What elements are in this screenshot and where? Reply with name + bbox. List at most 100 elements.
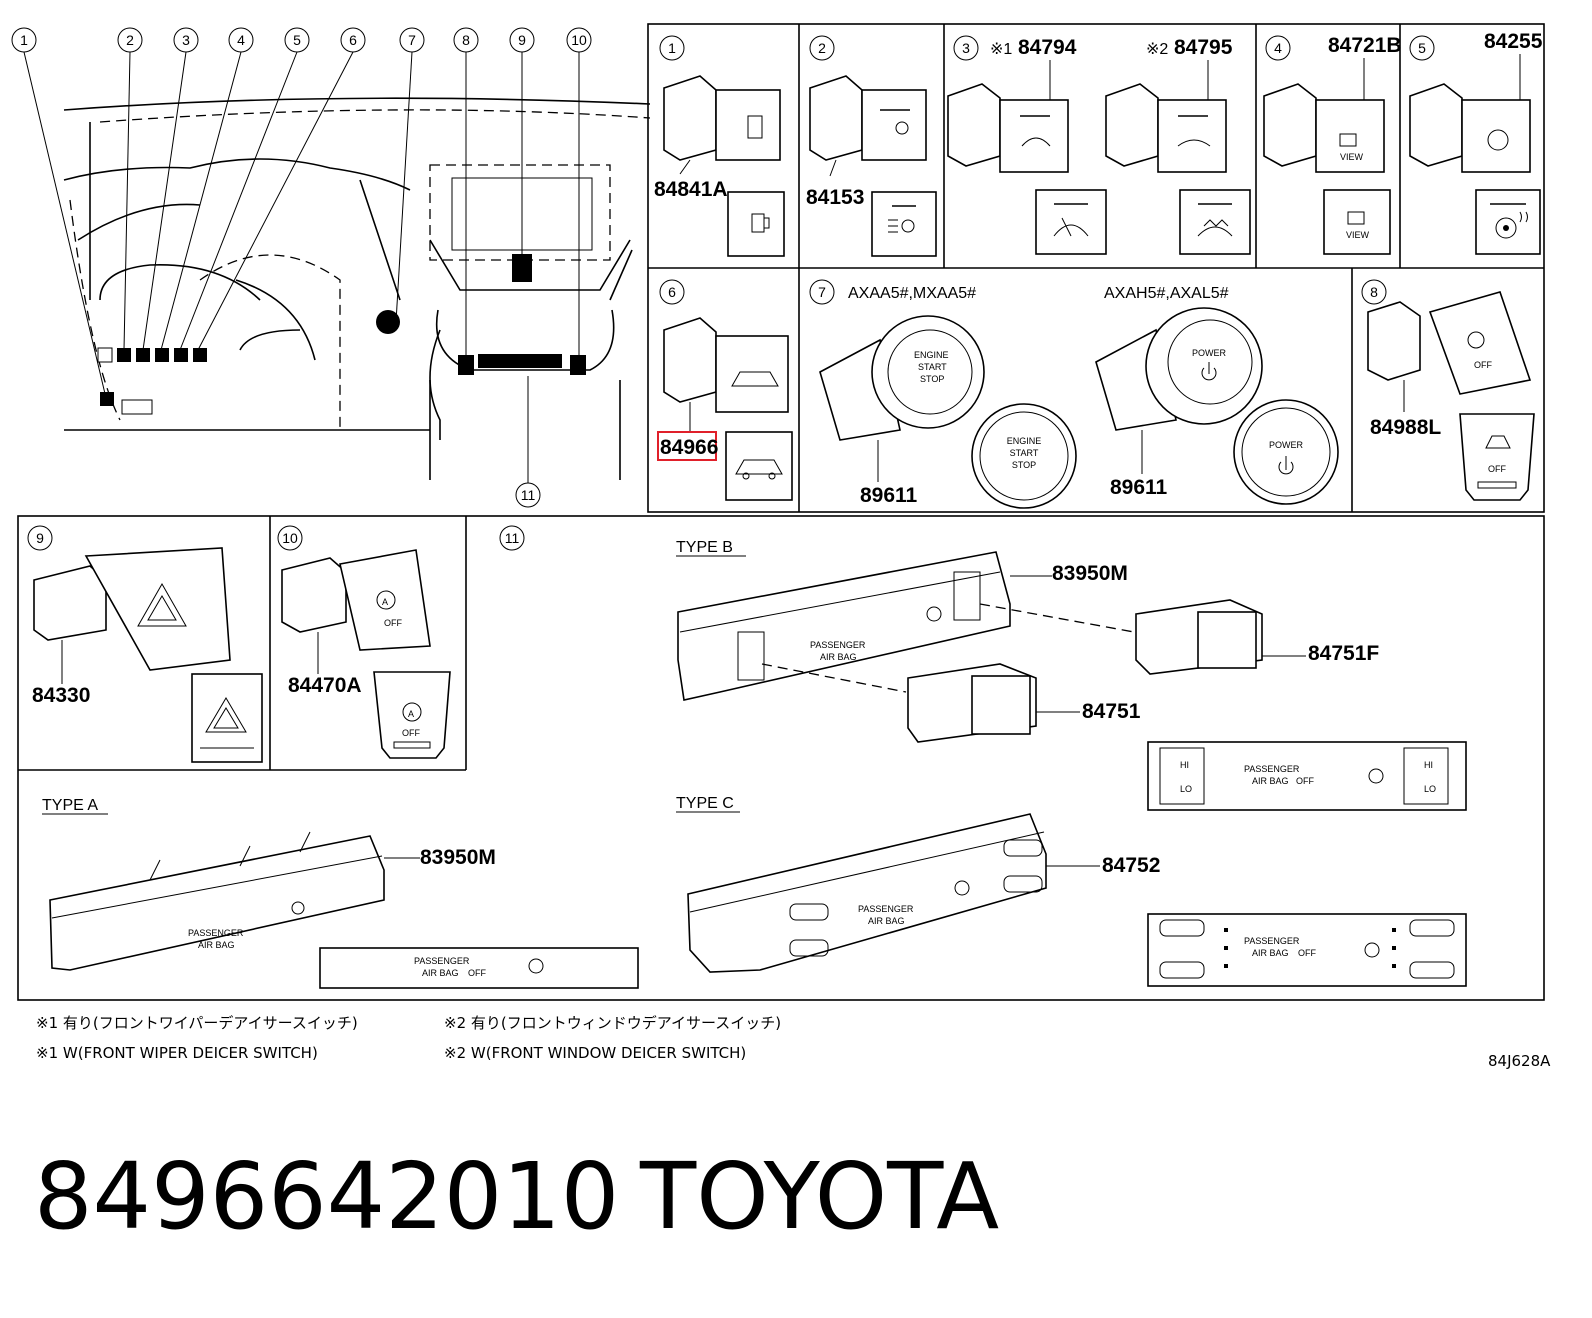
svg-text:PASSENGER: PASSENGER xyxy=(414,956,470,966)
type-b-faceplate: HI LO HI LO PASSENGER AIR BAG OFF xyxy=(1147,741,1467,811)
svg-text:6: 6 xyxy=(349,32,357,48)
svg-text:OFF: OFF xyxy=(1298,948,1316,958)
svg-text:※2 W(FRONT WINDOW DEICER SWITC: ※2 W(FRONT WINDOW DEICER SWITCH) xyxy=(444,1044,746,1062)
highlighted-part-box xyxy=(657,431,717,461)
svg-text:AXAA5#,MXAA5#: AXAA5#,MXAA5# xyxy=(848,285,976,302)
svg-text:84470A: 84470A xyxy=(288,674,362,697)
callout-5: 5 xyxy=(284,27,310,53)
svg-text:PASSENGER: PASSENGER xyxy=(188,928,244,938)
callout-6: 6 xyxy=(340,27,366,53)
svg-text:PASSENGER: PASSENGER xyxy=(810,640,866,650)
svg-text:AIR BAG: AIR BAG xyxy=(422,968,459,978)
svg-text:TYPE B: TYPE B xyxy=(676,539,733,556)
svg-text:LO: LO xyxy=(1180,784,1192,794)
panel-5-steering-heater-switch: 5 84255 xyxy=(1409,30,1543,255)
panel-1-fuel-door-switch: 1 84841A xyxy=(654,35,785,257)
svg-text:84794: 84794 xyxy=(1018,36,1077,59)
panel-6-suv-switch: 6 84966 xyxy=(657,279,793,501)
svg-text:84721B: 84721B xyxy=(1328,34,1402,57)
window-deicer-icon xyxy=(1197,203,1233,237)
callout-3: 3 xyxy=(173,27,199,53)
svg-text:8: 8 xyxy=(462,32,470,48)
fuel-door-icon xyxy=(751,213,770,233)
svg-text:10: 10 xyxy=(571,32,587,48)
svg-text:84988L: 84988L xyxy=(1370,416,1441,439)
svg-text:LO: LO xyxy=(1424,784,1436,794)
callout-2: 2 xyxy=(117,27,143,53)
panel-11-seat-heater-airbag: 11 TYPE B PASSENGER AIR BAG 83950M 84751… xyxy=(42,525,1467,989)
svg-text:84255: 84255 xyxy=(1484,30,1543,53)
svg-text:AIR BAG: AIR BAG xyxy=(1252,776,1289,786)
svg-text:2: 2 xyxy=(126,32,134,48)
callout-4: 4 xyxy=(228,27,254,53)
svg-text:A: A xyxy=(382,597,388,607)
svg-text:PASSENGER: PASSENGER xyxy=(1244,764,1300,774)
caption-part-number: 8496642010 xyxy=(34,1143,619,1250)
svg-text:9: 9 xyxy=(36,530,44,546)
diagram-ref-code: 84J628A xyxy=(1488,1052,1551,1070)
svg-text:5: 5 xyxy=(1418,40,1426,56)
svg-text:8: 8 xyxy=(1370,284,1378,300)
svg-text:6: 6 xyxy=(668,284,676,300)
svg-text:AIR BAG: AIR BAG xyxy=(820,652,857,662)
svg-text:OFF: OFF xyxy=(1296,776,1314,786)
svg-text:HI: HI xyxy=(1424,760,1433,770)
svg-text:84153: 84153 xyxy=(806,186,864,209)
auto-off-icon: A OFF xyxy=(393,702,431,749)
svg-text:89611: 89611 xyxy=(860,484,918,507)
svg-text:※2 有り(フロントウィンドウデアイサースイッチ): ※2 有り(フロントウィンドウデアイサースイッチ) xyxy=(444,1014,781,1032)
svg-text:※1: ※1 xyxy=(990,41,1012,58)
svg-text:84752: 84752 xyxy=(1102,854,1160,877)
svg-text:OFF: OFF xyxy=(402,728,420,738)
callout-7: 7 xyxy=(399,27,425,53)
switch-panels-bottom xyxy=(17,515,1545,1001)
overview-leaders xyxy=(23,51,580,483)
svg-text:AXAH5#,AXAL5#: AXAH5#,AXAL5# xyxy=(1104,285,1229,302)
svg-text:OFF: OFF xyxy=(1488,464,1506,474)
headlamp-leveling-icon xyxy=(888,205,916,233)
svg-text:TYPE C: TYPE C xyxy=(676,795,734,812)
dashboard-outline xyxy=(63,97,651,480)
svg-text:1: 1 xyxy=(668,40,676,56)
svg-text:11: 11 xyxy=(505,530,520,546)
svg-text:4: 4 xyxy=(1274,40,1282,56)
traction-off-icon: OFF xyxy=(1477,435,1517,489)
svg-text:POWER: POWER xyxy=(1269,440,1304,450)
svg-text:ENGINE: ENGINE xyxy=(1007,436,1042,446)
type-c-console: PASSENGER AIR BAG xyxy=(687,813,1047,973)
dashboard-overview: 1 2 3 4 5 6 7 8 9 10 11 xyxy=(11,27,651,508)
svg-text:84330: 84330 xyxy=(32,684,90,707)
svg-text:7: 7 xyxy=(818,284,826,300)
svg-text:11: 11 xyxy=(521,487,536,503)
svg-text:PASSENGER: PASSENGER xyxy=(858,904,914,914)
type-a-faceplate: PASSENGER AIR BAG OFF xyxy=(319,947,639,989)
switch-panels-top xyxy=(647,23,1545,513)
svg-text:HI: HI xyxy=(1180,760,1189,770)
svg-text:84841A: 84841A xyxy=(654,178,728,201)
svg-text:STOP: STOP xyxy=(1012,460,1036,470)
caption-brand: TOYOTA xyxy=(639,1143,999,1250)
svg-text:AIR BAG: AIR BAG xyxy=(1252,948,1289,958)
svg-text:A: A xyxy=(408,709,414,719)
caption: 8496642010 TOYOTA xyxy=(34,1143,999,1250)
svg-text:START: START xyxy=(1010,448,1039,458)
panel-9-hazard-switch: 9 84330 xyxy=(27,525,263,763)
wiper-deicer-icon xyxy=(1053,203,1089,237)
svg-text:※2: ※2 xyxy=(1146,41,1168,58)
svg-text:10: 10 xyxy=(282,530,298,546)
callout-9: 9 xyxy=(509,27,535,53)
steering-heater-icon xyxy=(1490,203,1528,239)
svg-text:OFF: OFF xyxy=(468,968,486,978)
svg-text:84751: 84751 xyxy=(1082,700,1141,723)
svg-text:7: 7 xyxy=(408,32,416,48)
svg-text:3: 3 xyxy=(182,32,190,48)
panel-4-view-switch: 4 84721B VIEW VIEW xyxy=(1263,34,1402,255)
callout-10: 10 xyxy=(566,27,592,53)
callout-1: 1 xyxy=(11,27,37,53)
svg-text:START: START xyxy=(918,362,947,372)
panel-8-traction-off-switch: 8 OFF 84988L OFF xyxy=(1361,279,1535,501)
svg-text:※1 有り(フロントワイパーデアイサースイッチ): ※1 有り(フロントワイパーデアイサースイッチ) xyxy=(36,1014,358,1032)
callout-11: 11 xyxy=(515,482,541,508)
svg-text:STOP: STOP xyxy=(920,374,944,384)
